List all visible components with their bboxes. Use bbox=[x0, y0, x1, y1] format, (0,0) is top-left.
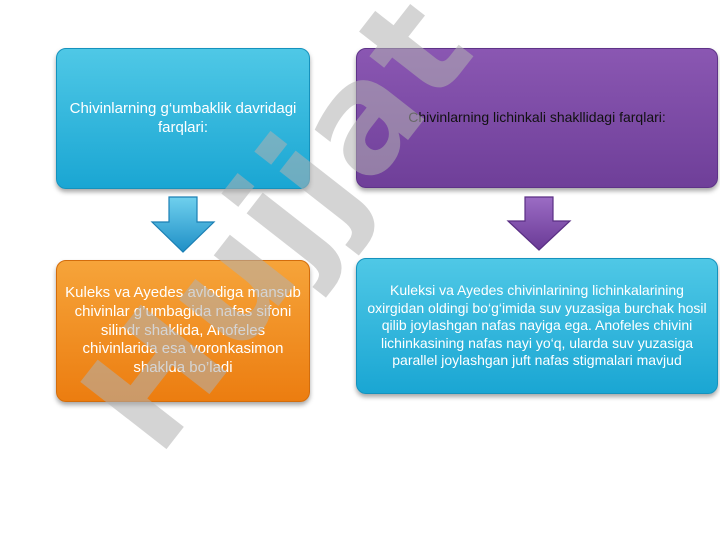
box-pupa-differences-text: Chivinlarning g‘umbaklik davridagi farql… bbox=[69, 99, 297, 136]
down-arrow-icon bbox=[150, 196, 216, 253]
box-larva-breathing-text: Kuleksi va Ayedes chivinlarining lichink… bbox=[367, 282, 707, 369]
box-pupa-differences-heading: Chivinlarning g‘umbaklik davridagi farql… bbox=[56, 48, 310, 189]
box-larva-differences-heading: Chivinlarning lichinkali shakllidagi far… bbox=[356, 48, 718, 188]
box-larva-differences-text: Chivinlarning lichinkali shakllidagi far… bbox=[408, 109, 666, 126]
box-pupa-siphon-description: Kuleks va Ayedes avlodiga mansub chivinl… bbox=[56, 260, 310, 402]
box-pupa-siphon-text: Kuleks va Ayedes avlodiga mansub chivinl… bbox=[65, 284, 301, 377]
box-larva-breathing-description: Kuleksi va Ayedes chivinlarining lichink… bbox=[356, 258, 718, 394]
down-arrow-icon bbox=[506, 196, 572, 251]
